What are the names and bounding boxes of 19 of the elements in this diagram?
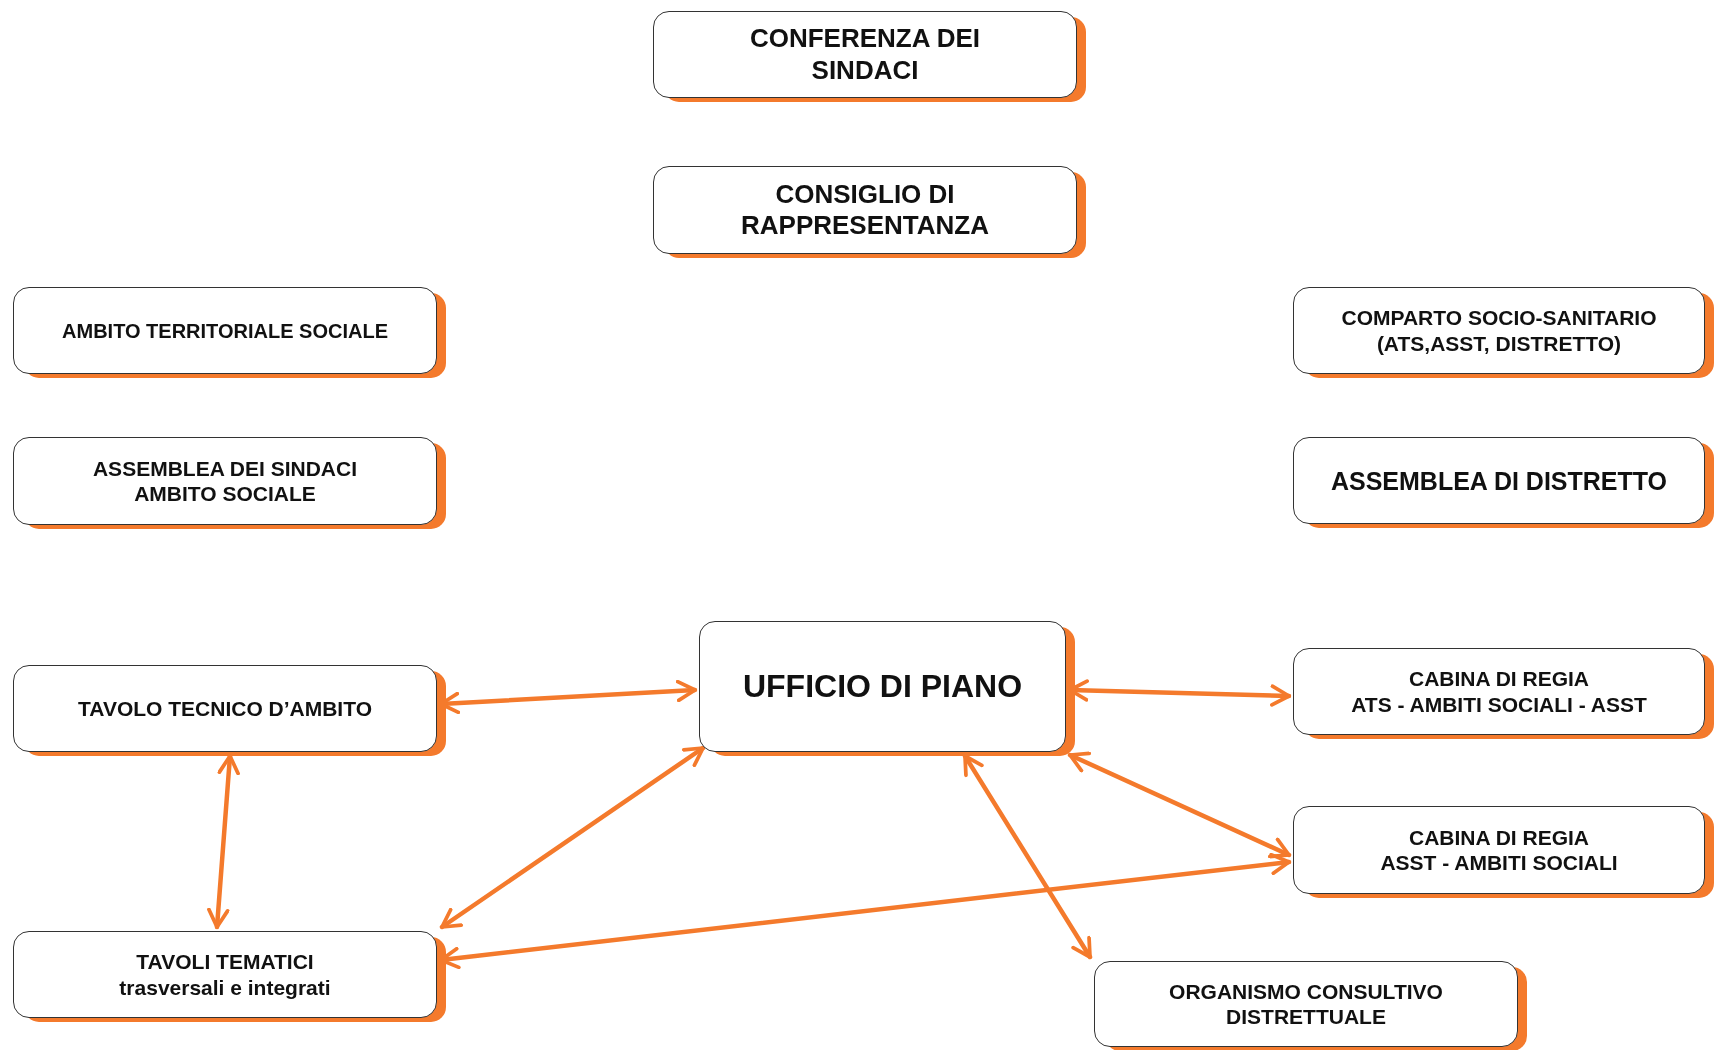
box-label: TAVOLO TECNICO D’AMBITO	[78, 695, 372, 722]
box-label: CABINA DI REGIA	[1408, 666, 1590, 692]
double-arrow	[1067, 751, 1292, 859]
box-label: CABINA DI REGIA	[1408, 824, 1590, 850]
box-label: TAVOLI TEMATICI	[136, 949, 314, 975]
box-label: trasversali e integrati	[119, 974, 331, 1000]
box-label: UFFICIO DI PIANO	[742, 667, 1023, 706]
double-arrow	[207, 753, 240, 930]
double-arrow	[439, 745, 706, 930]
box-label: CONSIGLIO DI RAPPRESENTANZA	[740, 178, 990, 242]
double-arrow	[962, 753, 1093, 960]
box-label: ATS - AMBITI SOCIALI - ASST	[1351, 691, 1647, 717]
box-label: CONFERENZA DEI SINDACI	[748, 23, 982, 86]
box-label: ASSEMBLEA DI DISTRETTO	[1330, 465, 1668, 496]
box-label: COMPARTO SOCIO-SANITARIO (ATS,ASST, DISTRETTO)	[1340, 305, 1658, 356]
box-label: ASSEMBLEA DEI SINDACI AMBITO SOCIALE	[91, 455, 359, 507]
box-label: ORGANISMO CONSULTIVO DISTRETTUALE	[1168, 978, 1444, 1030]
box-label: AMBITO TERRITORIALE SOCIALE	[62, 318, 388, 343]
box-label: ASST - AMBITI SOCIALI	[1380, 850, 1618, 876]
